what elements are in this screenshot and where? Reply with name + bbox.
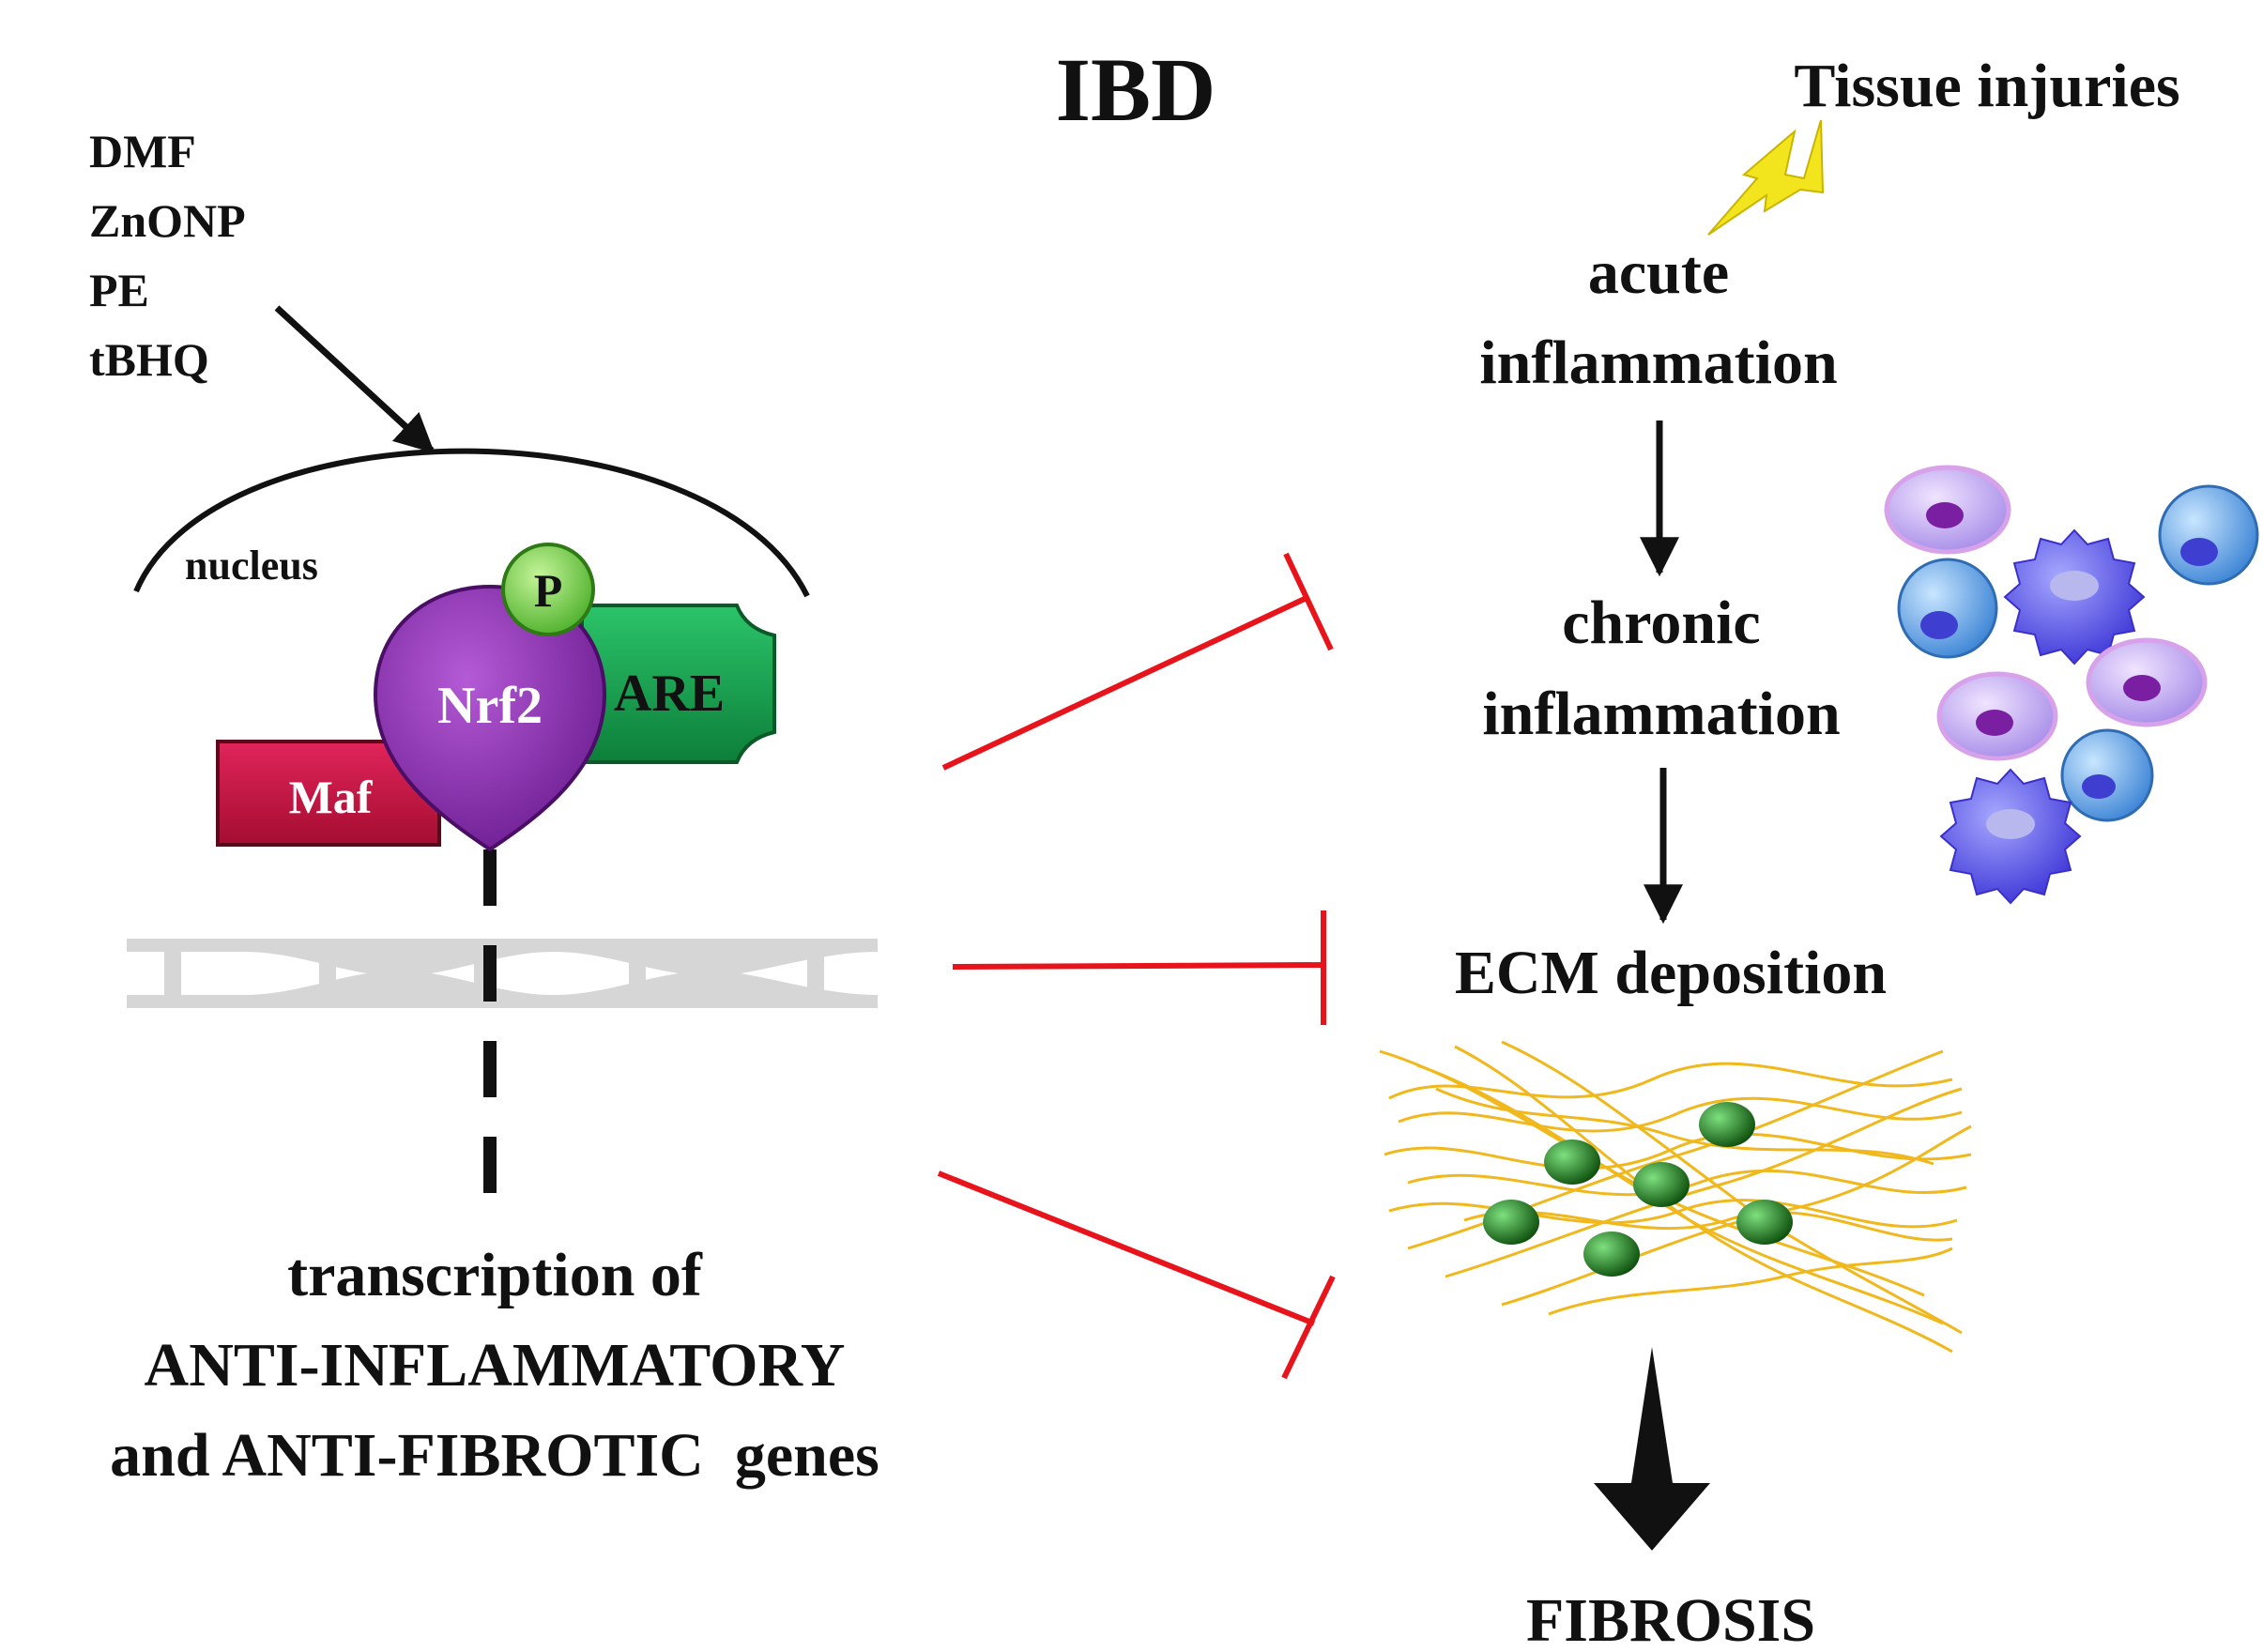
acute-inflammation-line-1: acute: [1588, 238, 1729, 307]
diagram-title: IBD: [1056, 39, 1216, 140]
inhibition-chronic-inflammation: [941, 595, 1308, 771]
phosphate-label: P: [534, 564, 563, 617]
transcription-text: transcription of ANTI-INFLAMMATORY and A…: [110, 1241, 879, 1490]
transcription-line-2: ANTI-INFLAMMATORY: [145, 1331, 846, 1400]
lightning-icon: [1707, 119, 1825, 236]
inhibition-bar-1: [1283, 552, 1334, 651]
ecm-deposition-label: ECM deposition: [1455, 939, 1887, 1007]
immune-cells-illustration: [1884, 465, 2259, 905]
inhibition-ecm-deposition: [952, 962, 1324, 970]
arrow-to-fibrosis: [1594, 1347, 1710, 1551]
ecm-fibers-illustration: [1379, 1040, 1972, 1354]
immune-cell: [2060, 728, 2154, 822]
tissue-injuries-label: Tissue injuries: [1794, 52, 2179, 120]
compound-pe: PE: [89, 264, 149, 316]
immune-cell-spiked: [1939, 768, 2082, 905]
inhibition-bar-3: [1281, 1275, 1336, 1380]
transcription-line-1: transcription of: [287, 1241, 703, 1309]
compound-dmf: DMF: [89, 125, 196, 177]
activation-arrow: [274, 305, 436, 453]
immune-cell: [1884, 465, 2011, 555]
inhibition-lines: [937, 552, 1336, 1380]
nrf2-protein: Nrf2: [373, 584, 607, 852]
immune-cell: [1936, 671, 2058, 761]
compound-tbhq: tBHQ: [89, 333, 209, 386]
transcription-line-3: and ANTI-FIBROTIC genes: [110, 1421, 879, 1490]
immune-cell: [2086, 637, 2208, 727]
acute-inflammation-line-2: inflammation: [1479, 329, 1837, 397]
fibrosis-label: FIBROSIS: [1526, 1586, 1815, 1652]
dna-helix: [127, 939, 878, 1008]
immune-cell: [2158, 484, 2259, 586]
inhibition-fibrosis: [937, 1170, 1316, 1326]
are-label: ARE: [614, 665, 725, 723]
are-element: ARE: [580, 604, 776, 764]
immune-cell-spiked: [2003, 528, 2146, 665]
nrf2-label: Nrf2: [437, 677, 543, 735]
compound-list: DMF ZnONP PE tBHQ: [89, 125, 246, 386]
nucleus-label: nucleus: [185, 543, 318, 589]
compound-znonp: ZnONP: [89, 194, 246, 247]
maf-label: Maf: [289, 771, 374, 823]
nucleus-membrane: [133, 448, 810, 598]
chronic-inflammation-line-2: inflammation: [1482, 680, 1840, 748]
chronic-inflammation-line-1: chronic: [1562, 589, 1760, 657]
phosphate-group: P: [501, 543, 595, 636]
immune-cell: [1897, 558, 1998, 659]
fibroblast-cells: [1483, 1102, 1793, 1277]
